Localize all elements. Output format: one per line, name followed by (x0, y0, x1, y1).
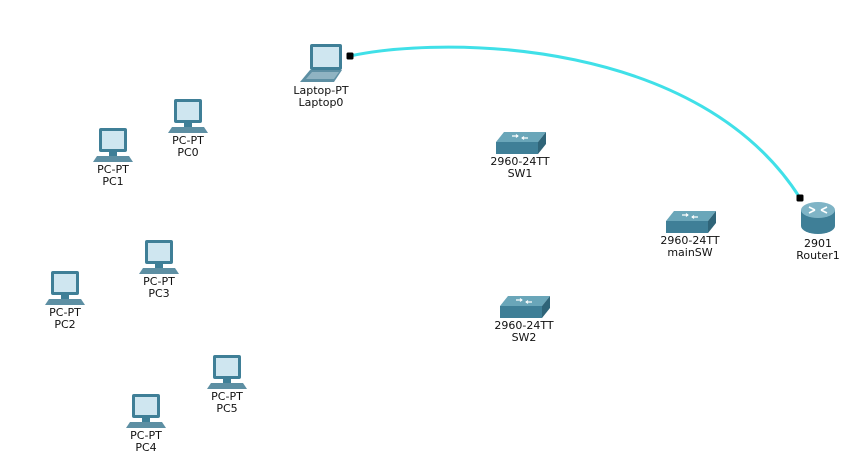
pc3-model: PC-PT (143, 275, 175, 288)
laptop-icon (300, 44, 342, 82)
device-pc0[interactable]: PC-PT PC0 (160, 97, 216, 159)
pc1-name: PC1 (102, 175, 124, 188)
pc2-name: PC2 (54, 318, 76, 331)
sw1-name: SW1 (507, 167, 533, 180)
pc-icon (45, 271, 85, 305)
device-router1[interactable]: 2901 Router1 (789, 200, 847, 262)
sw2-model: 2960-24TT (494, 319, 554, 332)
laptop0-name: Laptop0 (298, 96, 344, 109)
pc0-name: PC0 (177, 146, 199, 159)
pc2-model: PC-PT (49, 306, 81, 319)
device-laptop0[interactable]: Laptop-PT Laptop0 (287, 42, 355, 109)
mainsw-model: 2960-24TT (660, 234, 720, 247)
switch-icon (500, 296, 550, 318)
pc-icon (168, 99, 208, 133)
device-mainsw[interactable]: 2960-24TT mainSW (651, 209, 729, 259)
device-sw1[interactable]: 2960-24TT SW1 (481, 130, 559, 180)
device-sw2[interactable]: 2960-24TT SW2 (485, 294, 563, 344)
pc4-model: PC-PT (130, 429, 162, 442)
pc4-name: PC4 (135, 441, 157, 454)
pc1-model: PC-PT (97, 163, 129, 176)
pc-icon (139, 240, 179, 274)
pc-icon (207, 355, 247, 389)
port-router1[interactable] (796, 194, 804, 202)
device-pc4[interactable]: PC-PT PC4 (118, 392, 174, 454)
router-icon (801, 202, 835, 234)
mainsw-name: mainSW (667, 246, 713, 259)
switch-icon (496, 132, 546, 154)
port-laptop0[interactable] (346, 52, 354, 60)
sw1-model: 2960-24TT (490, 155, 550, 168)
laptop0-model: Laptop-PT (293, 84, 349, 97)
pc5-model: PC-PT (211, 390, 243, 403)
device-pc2[interactable]: PC-PT PC2 (37, 269, 93, 331)
cable-laptop0-router1[interactable] (348, 45, 802, 200)
sw2-name: SW2 (511, 331, 537, 344)
switch-icon (666, 211, 716, 233)
device-pc3[interactable]: PC-PT PC3 (131, 238, 187, 300)
pc3-name: PC3 (148, 287, 170, 300)
device-pc1[interactable]: PC-PT PC1 (85, 126, 141, 188)
router1-name: Router1 (796, 249, 840, 262)
device-pc5[interactable]: PC-PT PC5 (199, 353, 255, 415)
pc-icon (126, 394, 166, 428)
pc5-name: PC5 (216, 402, 238, 415)
pc-icon (93, 128, 133, 162)
pc0-model: PC-PT (172, 134, 204, 147)
router1-model: 2901 (804, 237, 832, 250)
